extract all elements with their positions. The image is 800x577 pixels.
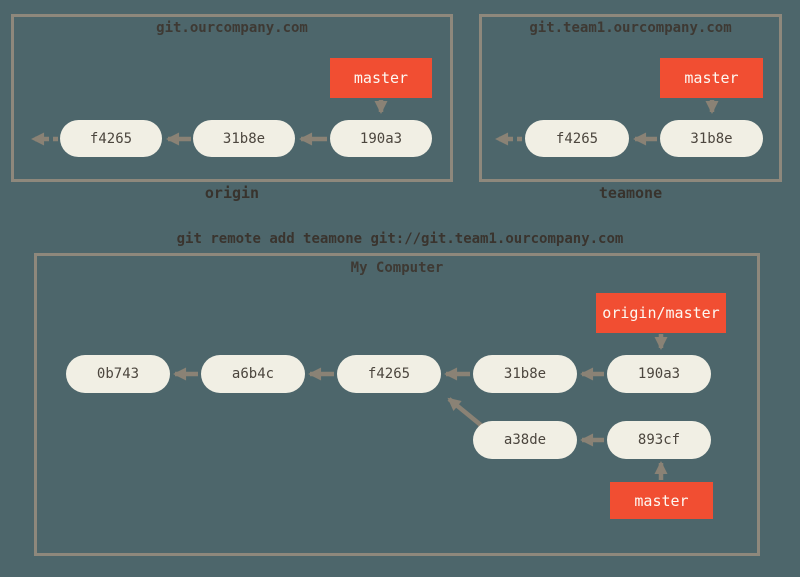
commit-node-local-190a3: 190a3 bbox=[607, 355, 711, 393]
local-computer-title: My Computer bbox=[350, 260, 444, 276]
branch-tag-teamone-master: master bbox=[660, 58, 763, 98]
remote-teamone-label: teamone bbox=[598, 184, 663, 202]
commit-node-local-893cf: 893cf bbox=[607, 421, 711, 459]
remote-origin-box bbox=[11, 14, 453, 182]
commit-node-origin-31b8e: 31b8e bbox=[193, 120, 295, 157]
commit-node-local-31b8e: 31b8e bbox=[473, 355, 577, 393]
commit-node-local-a6b4c: a6b4c bbox=[201, 355, 305, 393]
git-command-caption: git remote add teamone git://git.team1.o… bbox=[176, 231, 624, 247]
local-computer-box bbox=[34, 253, 760, 556]
remote-origin-label: origin bbox=[204, 184, 260, 202]
commit-node-origin-f4265: f4265 bbox=[60, 120, 162, 157]
remote-teamone-box bbox=[479, 14, 782, 182]
commit-node-teamone-31b8e: 31b8e bbox=[660, 120, 763, 157]
commit-node-origin-190a3: 190a3 bbox=[330, 120, 432, 157]
commit-node-local-a38de: a38de bbox=[473, 421, 577, 459]
branch-tag-local-master: master bbox=[610, 482, 713, 519]
remote-origin-title: git.ourcompany.com bbox=[156, 20, 308, 36]
commit-node-local-f4265: f4265 bbox=[337, 355, 441, 393]
remote-teamone-title: git.team1.ourcompany.com bbox=[529, 20, 732, 36]
commit-node-teamone-f4265: f4265 bbox=[525, 120, 629, 157]
arrow-local-a38de-to-f4265 bbox=[447, 397, 484, 428]
branch-tag-origin-master: master bbox=[330, 58, 432, 98]
branch-tag-origin-master-remote-tracking: origin/master bbox=[596, 293, 726, 333]
commit-node-local-0b743: 0b743 bbox=[66, 355, 170, 393]
